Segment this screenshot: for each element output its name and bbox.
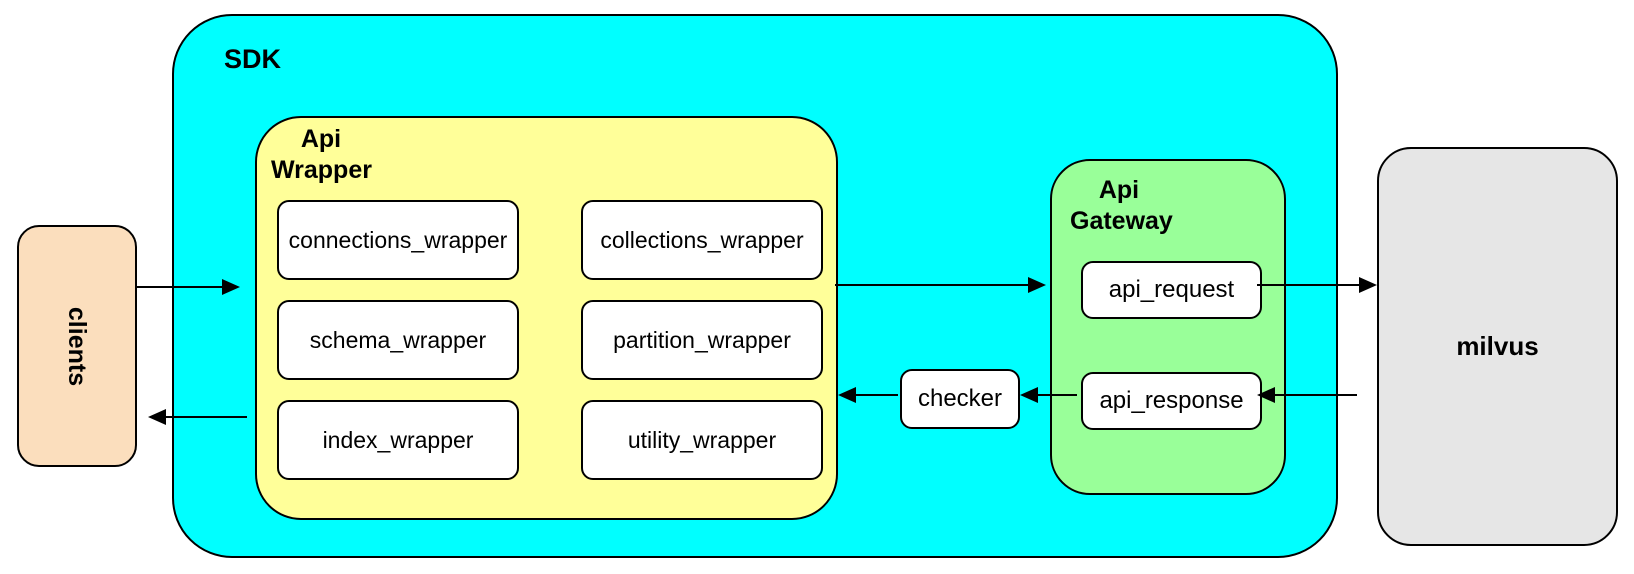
api-wrapper-label-line1: Api — [300, 125, 342, 153]
node-clients: clients — [17, 225, 137, 467]
api-gateway-label: Api Gateway — [1070, 175, 1173, 238]
node-partition-wrapper: partition_wrapper — [581, 300, 823, 380]
node-milvus: milvus — [1377, 147, 1618, 546]
arrow-api-request-to-milvus — [1257, 277, 1377, 293]
node-api-request: api_request — [1081, 261, 1262, 319]
node-api-response: api_response — [1081, 372, 1262, 430]
arrow-clients-to-api-wrapper — [136, 279, 240, 295]
container-sdk: SDK Api Wrapper connections_wrapper coll… — [172, 14, 1338, 558]
arrow-checker-to-api-wrapper — [838, 387, 898, 403]
node-connections-wrapper: connections_wrapper — [277, 200, 519, 280]
api-wrapper-label: Api Wrapper — [271, 124, 372, 187]
container-api-wrapper: Api Wrapper connections_wrapper collecti… — [255, 116, 838, 520]
node-collections-wrapper: collections_wrapper — [581, 200, 823, 280]
node-utility-wrapper: utility_wrapper — [581, 400, 823, 480]
container-api-gateway: Api Gateway api_request api_response — [1050, 159, 1286, 495]
node-index-wrapper: index_wrapper — [277, 400, 519, 480]
arrow-api-wrapper-to-clients — [148, 409, 247, 425]
arrow-milvus-to-api-response — [1257, 387, 1357, 403]
node-schema-wrapper: schema_wrapper — [277, 300, 519, 380]
arrow-api-wrapper-to-api-request — [835, 277, 1046, 293]
sdk-label: SDK — [224, 44, 282, 74]
arrow-api-response-to-checker — [1020, 387, 1077, 403]
api-gateway-label-line2: Gateway — [1070, 207, 1173, 236]
api-gateway-label-line1: Api — [1098, 176, 1140, 204]
clients-label: clients — [63, 306, 92, 386]
node-checker: checker — [900, 369, 1020, 429]
api-wrapper-label-line2: Wrapper — [271, 156, 372, 185]
